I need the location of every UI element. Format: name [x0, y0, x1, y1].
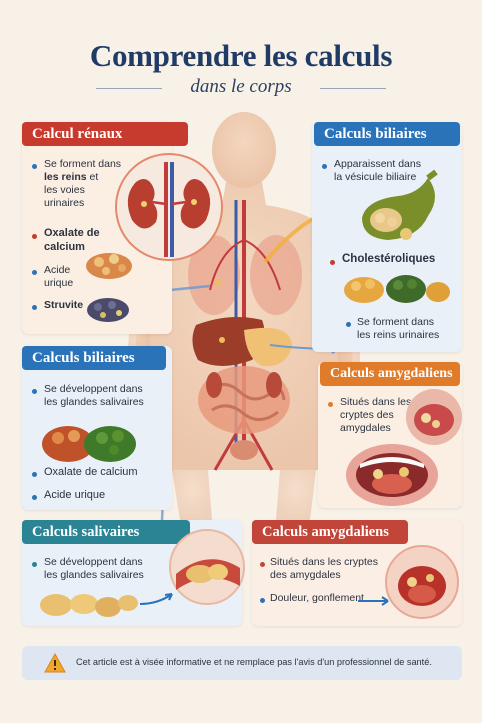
struvite-stone-illustration	[87, 298, 129, 322]
disclaimer-box: Cet article est à visée informative et n…	[22, 646, 462, 680]
salivary-gland-illustration	[169, 529, 245, 605]
bullet	[32, 305, 37, 310]
bullet	[32, 389, 37, 394]
card-biliary-left-title: Calculs biliaires	[22, 346, 166, 370]
card-biliary-top-title: Calculs biliaires	[314, 122, 460, 146]
warning-icon	[44, 652, 66, 673]
bullet	[32, 164, 37, 169]
bullet	[260, 562, 265, 567]
biliary-top-note-line2: les reins urinaires	[357, 329, 440, 341]
card-tonsil-right-title: Calculs amygdaliens	[320, 362, 460, 386]
biliary-stones-illustration	[42, 426, 136, 462]
salivary-stones-illustration	[40, 594, 138, 617]
mouth-illustration	[346, 444, 438, 506]
gallbladder-illustration	[362, 169, 438, 240]
bullet	[32, 495, 37, 500]
renal-desc-rest: et	[86, 171, 99, 183]
bullet	[330, 260, 335, 265]
tonsil-bottom-item: Douleur, gonflement	[270, 592, 364, 604]
card-tonsil-bottom-title: Calculs amygdaliens	[252, 520, 408, 544]
renal-desc-line2: les reins et	[44, 171, 98, 184]
renal-item-oxalate-2: calcium	[44, 241, 85, 253]
renal-item-uric-2: urique	[44, 277, 74, 289]
renal-item-uric-1: Acide	[44, 264, 71, 276]
renal-item-oxalate-1: Oxalate de	[44, 227, 100, 239]
salivary-arrow	[139, 593, 173, 605]
biliary-left-desc-line1: Se développent dans	[44, 383, 143, 395]
tonsil-bottom-illustration	[385, 545, 459, 619]
tonsil-right-desc-line1: Situés dans les	[340, 396, 412, 408]
biliary-left-desc-line2: les glandes salivaires	[44, 396, 144, 408]
renal-desc-line4: urinaires	[44, 197, 85, 209]
biliary-top-note-line1: Se forment dans	[357, 316, 435, 328]
page-title: Comprendre les calculs	[89, 38, 393, 73]
tonsil-right-desc-line3: amygdales	[340, 422, 391, 434]
biliary-top-desc-line2: la vésicule biliaire	[334, 171, 417, 183]
tonsil-bottom-desc-line1: Situés dans les cryptes	[270, 556, 378, 568]
biliary-left-item-oxalate: Oxalate de calcium	[44, 466, 138, 478]
renal-desc-line1: Se forment dans	[44, 158, 122, 170]
biliary-left-item-uric: Acide urique	[44, 489, 106, 501]
renal-item-struvite: Struvite	[44, 299, 84, 311]
kidney-illustration	[115, 153, 223, 261]
subtitle-row: dans le corps	[0, 76, 482, 100]
tonsil-right-illustration	[406, 389, 462, 445]
bullet	[32, 472, 37, 477]
salivary-desc-line1: Se développent dans	[44, 556, 143, 568]
bullet	[328, 402, 333, 407]
biliary-top-item: Cholestéroliques	[342, 253, 436, 265]
salivary-desc-line2: les glandes salivaires	[44, 569, 144, 581]
page-subtitle: dans le corps	[190, 76, 292, 97]
bullet	[346, 322, 351, 327]
bullet	[322, 164, 327, 169]
subtitle-line-right	[320, 88, 386, 89]
oxalate-stone-illustration	[86, 253, 132, 279]
bullet	[32, 270, 37, 275]
tonsil-bottom-arrow	[358, 596, 389, 606]
bullet	[260, 598, 265, 603]
card-salivary-title: Calculs salivaires	[22, 520, 190, 544]
cholesterol-stone-illustration	[344, 275, 450, 303]
tonsil-right-desc-line2: cryptes des	[340, 409, 394, 421]
bullet	[32, 562, 37, 567]
renal-desc-line3: les voies	[44, 184, 85, 196]
renal-desc-bold: les reins	[44, 171, 87, 183]
card-renal-title: Calcul rénaux	[22, 122, 188, 146]
card-biliary-left	[22, 346, 172, 510]
subtitle-line-left	[96, 88, 162, 89]
biliary-top-desc-line1: Apparaissent dans	[334, 158, 421, 170]
disclaimer-text: Cet article est à visée informative et n…	[76, 657, 432, 667]
tonsil-bottom-desc-line2: des amygdales	[270, 569, 341, 581]
bullet	[32, 234, 37, 239]
